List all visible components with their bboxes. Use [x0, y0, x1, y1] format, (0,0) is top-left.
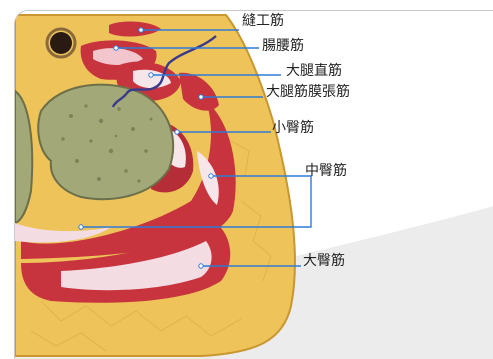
label-sartorius: 縫工筋 [242, 13, 284, 29]
label-gluteus-minimus: 小臀筋 [272, 120, 314, 136]
thigh-cross-section-illustration [15, 11, 493, 359]
label-gluteus-maximus: 大臀筋 [303, 253, 345, 269]
label-tensor-fasciae-latae: 大腿筋膜張筋 [266, 84, 350, 100]
label-gluteus-medius: 中臀筋 [305, 163, 347, 179]
label-iliopsoas: 腸腰筋 [262, 38, 304, 54]
femur-head [38, 85, 173, 199]
figure-card [14, 10, 493, 359]
label-rectus-femoris: 大腿直筋 [286, 63, 342, 79]
femoral-vessel [50, 32, 72, 54]
